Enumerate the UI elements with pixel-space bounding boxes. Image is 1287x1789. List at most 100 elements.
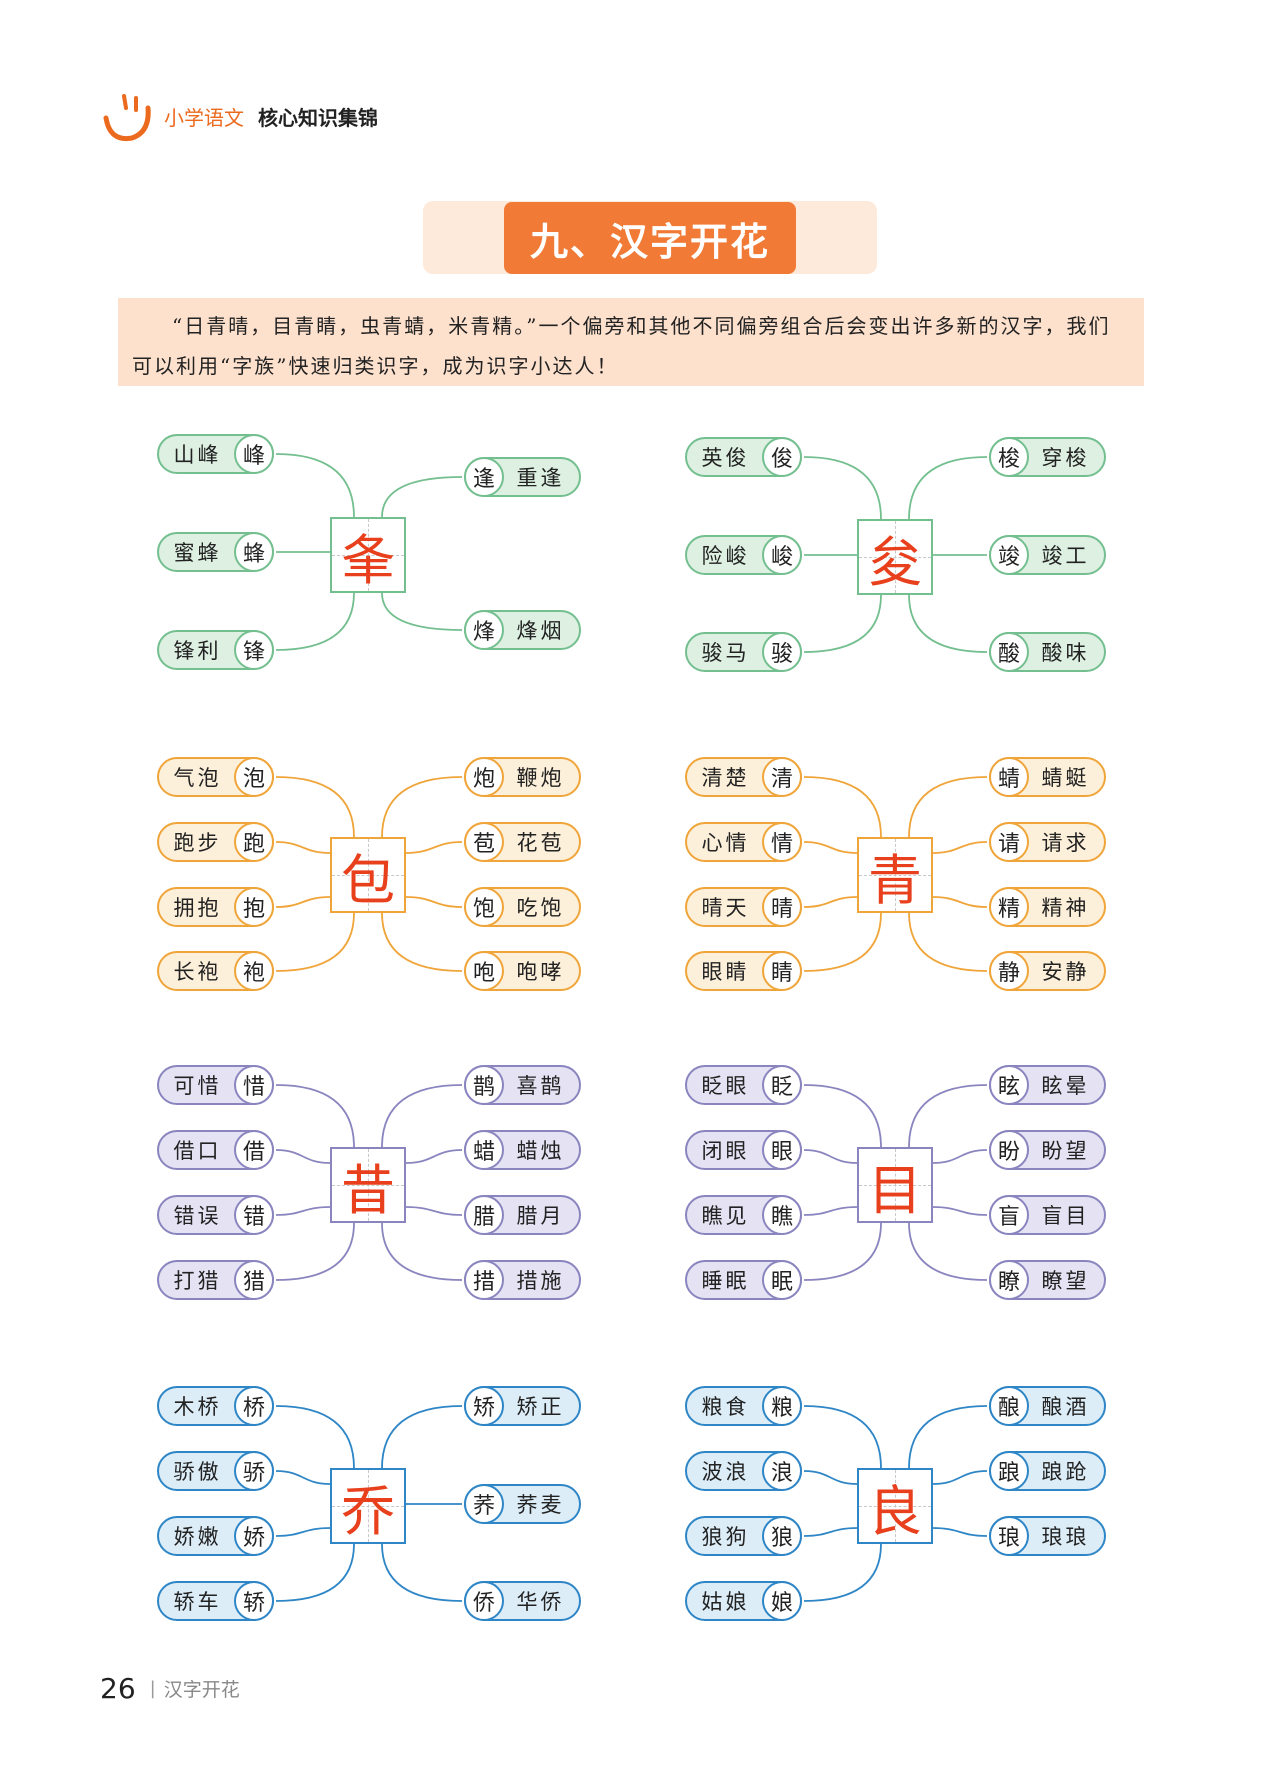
connector-line — [932, 896, 988, 908]
word: 琅琅 — [1041, 1525, 1090, 1549]
word: 吃饱 — [516, 896, 565, 920]
footer: 26 | 汉字开花 — [100, 1672, 240, 1705]
word: 瞭望 — [1041, 1269, 1090, 1293]
word-pill-right: 逢重逢 — [464, 457, 581, 497]
word: 蜜蜂 — [173, 541, 222, 565]
center-radical-box: 乔 — [330, 1468, 406, 1544]
connector-line — [803, 1527, 858, 1537]
word-pill-left: 英俊俊 — [685, 437, 802, 477]
word: 波浪 — [701, 1460, 750, 1484]
word-pill-left: 心情情 — [685, 822, 802, 862]
word-pill-left: 借口借 — [157, 1130, 274, 1170]
word: 可惜 — [173, 1074, 222, 1098]
smile-icon — [103, 94, 151, 142]
word-pill-left: 木桥桥 — [157, 1386, 274, 1426]
word: 喜鹊 — [516, 1074, 565, 1098]
connector-line — [405, 1206, 463, 1216]
character-circle: 侨 — [464, 1581, 504, 1621]
word: 错误 — [173, 1204, 222, 1228]
character-circle: 精 — [989, 887, 1029, 927]
character-circle: 骏 — [762, 632, 802, 672]
footer-section: 汉字开花 — [163, 1679, 240, 1701]
center-radical: 昔 — [341, 1158, 395, 1222]
word-pill-right: 蜡蜡烛 — [464, 1130, 581, 1170]
word-pill-right: 烽烽烟 — [464, 610, 581, 650]
character-circle: 抱 — [234, 887, 274, 927]
center-radical-box: 包 — [330, 837, 406, 913]
character-circle: 浪 — [762, 1451, 802, 1491]
character-circle: 踉 — [989, 1451, 1029, 1491]
connector-line — [405, 841, 463, 854]
character-circle: 瞧 — [762, 1195, 802, 1235]
connector-line — [381, 1405, 463, 1469]
word: 锋利 — [173, 639, 222, 663]
word: 姑娘 — [701, 1590, 750, 1614]
book-name: 核心知识集锦 — [258, 105, 378, 130]
word: 打猎 — [173, 1269, 222, 1293]
word-pill-left: 山峰峰 — [157, 434, 274, 474]
word-pill-right: 矫矫正 — [464, 1386, 581, 1426]
character-circle: 烽 — [464, 610, 504, 650]
word-pill-left: 睡眠眠 — [685, 1260, 802, 1300]
word: 气泡 — [173, 766, 222, 790]
word-pill-left: 险峻峻 — [685, 535, 802, 575]
character-circle: 措 — [464, 1260, 504, 1300]
connector-line — [908, 456, 988, 520]
word: 请求 — [1041, 831, 1090, 855]
word: 腊月 — [516, 1204, 565, 1228]
character-circle: 晴 — [762, 887, 802, 927]
word: 安静 — [1041, 960, 1090, 984]
word: 晴天 — [701, 896, 750, 920]
character-circle: 蜂 — [234, 532, 274, 572]
word: 矫正 — [516, 1395, 565, 1419]
word-pill-right: 盼盼望 — [989, 1130, 1106, 1170]
connector-line — [275, 1405, 355, 1469]
word: 精神 — [1041, 896, 1090, 920]
character-circle: 惜 — [234, 1065, 274, 1105]
connector-line — [803, 1470, 858, 1485]
character-circle: 眩 — [989, 1065, 1029, 1105]
word: 睡眠 — [701, 1269, 750, 1293]
word: 瞧见 — [701, 1204, 750, 1228]
connector-line — [803, 1222, 882, 1281]
character-circle: 炮 — [464, 757, 504, 797]
word: 心情 — [701, 831, 750, 855]
center-radical-box: 青 — [857, 837, 933, 913]
character-circle: 竣 — [989, 535, 1029, 575]
connector-line — [381, 912, 463, 972]
word: 重逢 — [516, 466, 565, 490]
connector-line — [803, 1149, 858, 1164]
connector-line — [275, 592, 355, 651]
character-circle: 情 — [762, 822, 802, 862]
connector-line — [275, 1527, 331, 1537]
character-circle: 酿 — [989, 1386, 1029, 1426]
character-circle: 骄 — [234, 1451, 274, 1491]
word-pill-left: 眼睛睛 — [685, 951, 802, 991]
character-circle: 错 — [234, 1195, 274, 1235]
word: 烽烟 — [516, 619, 565, 643]
character-circle: 娇 — [234, 1516, 274, 1556]
word-pill-left: 闭眼眼 — [685, 1130, 802, 1170]
connector-line — [803, 456, 882, 520]
word: 山峰 — [173, 443, 222, 467]
connector-line — [803, 1206, 858, 1216]
character-circle: 眨 — [762, 1065, 802, 1105]
connector-line — [908, 1405, 988, 1469]
word-pill-left: 长袍袍 — [157, 951, 274, 991]
footer-divider: | — [149, 1678, 156, 1699]
center-radical: 良 — [868, 1479, 922, 1543]
character-circle: 咆 — [464, 951, 504, 991]
page-number: 26 — [100, 1672, 136, 1705]
word-pill-left: 跑步跑 — [157, 822, 274, 862]
connector-line — [803, 1405, 882, 1469]
word: 鞭炮 — [516, 766, 565, 790]
character-circle: 俊 — [762, 437, 802, 477]
word-pill-right: 盲盲目 — [989, 1195, 1106, 1235]
word-pill-left: 错误错 — [157, 1195, 274, 1235]
character-circle: 梭 — [989, 437, 1029, 477]
character-circle: 睛 — [762, 951, 802, 991]
character-circle: 清 — [762, 757, 802, 797]
word: 狼狗 — [701, 1525, 750, 1549]
character-circle: 荞 — [464, 1484, 504, 1524]
word-pill-right: 酿酿酒 — [989, 1386, 1106, 1426]
